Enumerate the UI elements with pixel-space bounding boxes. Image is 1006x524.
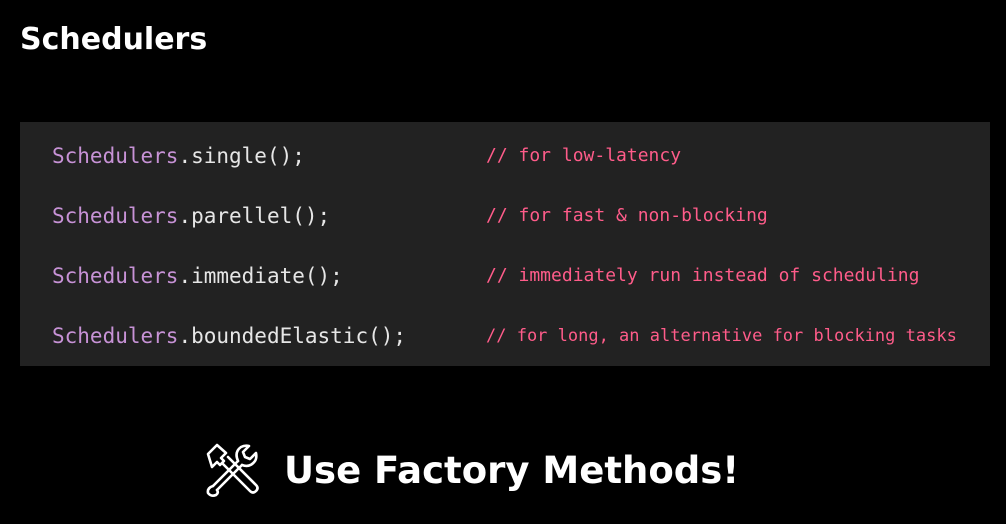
code-comment: // immediately run instead of scheduling <box>486 265 920 286</box>
class-name: Schedulers <box>52 264 179 288</box>
footer: Use Factory Methods! <box>204 440 739 500</box>
code-comment: // for long, an alternative for blocking… <box>486 326 957 346</box>
class-name: Schedulers <box>52 204 179 228</box>
method-call: .immediate(); <box>178 264 343 288</box>
code-line: Schedulers.parellel(); <box>52 202 330 230</box>
slide-title: Schedulers <box>20 22 208 57</box>
method-call: .parellel(); <box>178 204 331 228</box>
code-comment: // for fast & non-blocking <box>486 205 768 226</box>
footer-text: Use Factory Methods! <box>284 448 740 492</box>
class-name: Schedulers <box>52 324 179 348</box>
hammer-wrench-icon <box>206 443 259 497</box>
method-call: .boundedElastic(); <box>178 324 407 348</box>
code-comment: // for low-latency <box>486 145 682 166</box>
code-line: Schedulers.single(); <box>52 142 305 170</box>
code-line: Schedulers.immediate(); <box>52 262 343 290</box>
code-block: Schedulers.single(); // for low-latency … <box>20 122 990 366</box>
code-line: Schedulers.boundedElastic(); <box>52 322 406 350</box>
method-call: .single(); <box>178 144 305 168</box>
class-name: Schedulers <box>52 144 179 168</box>
